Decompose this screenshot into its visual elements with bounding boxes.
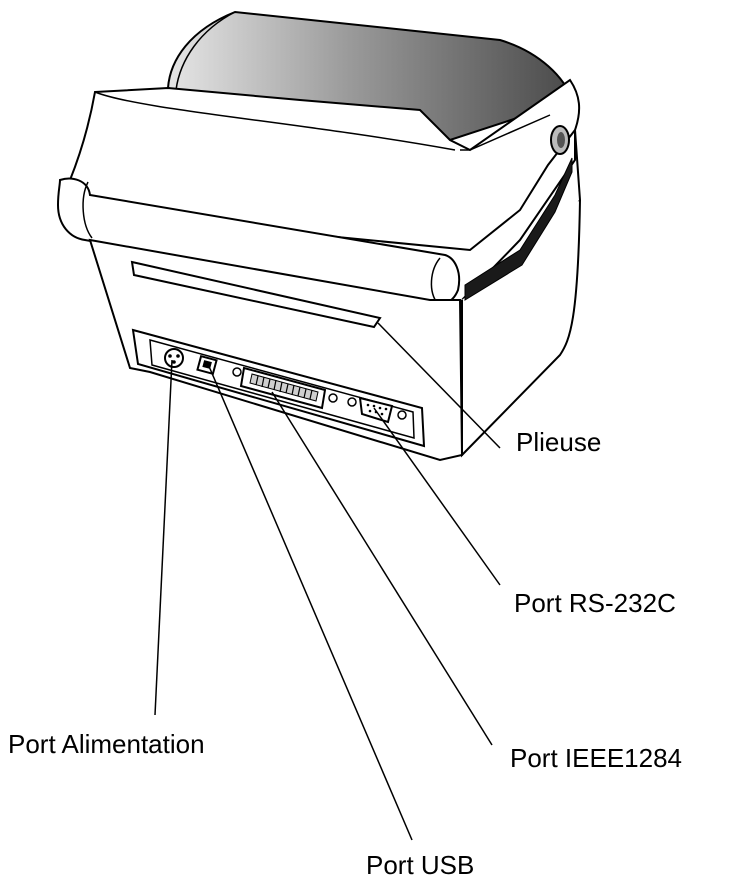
printer-lid <box>58 78 581 252</box>
leader-line-usb <box>207 363 413 841</box>
ieee1284-connector <box>232 366 338 410</box>
usb-connector <box>196 354 218 376</box>
power-connector <box>164 348 184 368</box>
usb-port-label: Port USB <box>366 850 475 880</box>
leader-line-rs232 <box>373 407 501 586</box>
plieuse-label: Plieuse <box>516 427 602 457</box>
leader-line-power <box>154 359 173 716</box>
leader-line-ieee <box>271 391 493 746</box>
power-port-label: Port Alimentation <box>8 729 205 759</box>
rs232c-port-label: Port RS-232C <box>514 588 676 618</box>
ieee1284-port-label: Port IEEE1284 <box>510 743 682 773</box>
leader-line-plieuse <box>377 322 501 449</box>
